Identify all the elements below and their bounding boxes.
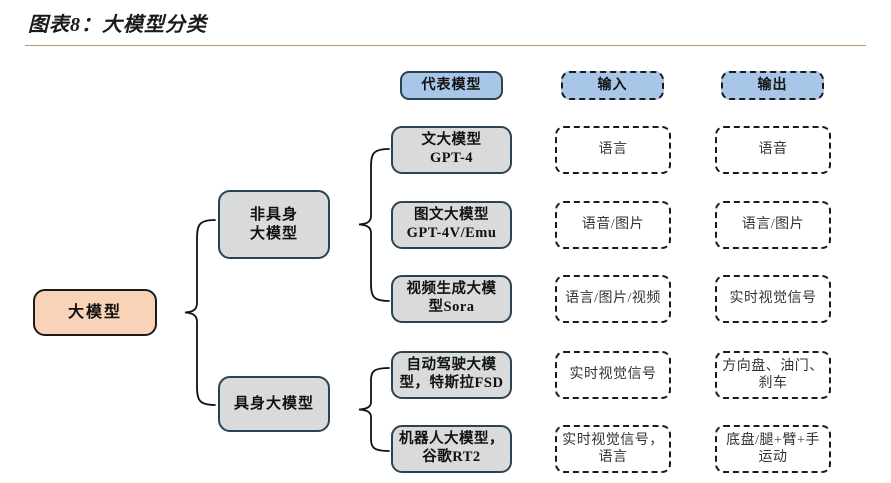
input-row-5-line2: 语言 [598, 450, 628, 465]
model-row-1-line2: GPT-4 [429, 150, 474, 166]
model-box-row-1: 文大模型 GPT-4 [391, 126, 512, 174]
root-node-label: 大模型 [67, 303, 122, 321]
header-input: 输入 [561, 71, 664, 100]
input-row-4-line1: 实时视觉信号 [569, 367, 657, 383]
output-row-4-line1: 方向盘、油门、 [722, 358, 824, 374]
category-non-embodied-line1: 非具身 [249, 207, 298, 224]
model-box-row-3: 视频生成大模 型Sora [391, 275, 512, 323]
model-row-4-line1: 自动驾驶大模 [406, 357, 497, 374]
root-node-large-model: 大模型 [33, 289, 157, 336]
category-embodied-label: 具身大模型 [233, 395, 314, 412]
brace-embodied-to-models [358, 367, 390, 452]
output-box-row-1: 语音 [715, 126, 831, 174]
category-node-non-embodied: 非具身 大模型 [218, 190, 330, 259]
title-bar: 图表8：大模型分类 [0, 0, 891, 47]
model-row-2-line1: 图文大模型 [414, 207, 489, 224]
output-box-row-4: 方向盘、油门、 刹车 [715, 351, 831, 399]
input-box-row-2: 语音/图片 [555, 201, 671, 249]
header-output: 输出 [721, 71, 824, 100]
output-row-1-line1: 语音 [758, 142, 788, 158]
input-box-row-1: 语言 [555, 126, 671, 174]
output-row-5-line1: 底盘/腿+臂+手 [726, 432, 820, 448]
model-row-4-line2: 型，特斯拉FSD [399, 375, 504, 391]
input-row-5-line1: 实时视觉信号， [562, 432, 664, 448]
page-title: 图表8：大模型分类 [28, 14, 207, 36]
model-row-2-line2: GPT-4V/Emu [406, 225, 497, 241]
model-box-row-4: 自动驾驶大模 型，特斯拉FSD [391, 351, 512, 399]
input-box-row-4: 实时视觉信号 [555, 351, 671, 399]
header-output-label: 输出 [757, 77, 788, 93]
category-non-embodied-line2: 大模型 [249, 225, 298, 242]
model-row-3-line1: 视频生成大模 [406, 281, 497, 298]
model-row-1-line1: 文大模型 [421, 132, 482, 149]
model-box-row-5: 机器人大模型， 谷歌RT2 [391, 425, 512, 473]
header-models-label: 代表模型 [421, 77, 482, 93]
header-representative-models: 代表模型 [400, 71, 503, 100]
category-node-embodied: 具身大模型 [218, 376, 330, 432]
output-box-row-3: 实时视觉信号 [715, 275, 831, 323]
model-row-3-line2: 型Sora [428, 299, 475, 315]
title-divider [25, 45, 866, 46]
output-row-3-line1: 实时视觉信号 [729, 291, 817, 307]
model-box-row-2: 图文大模型 GPT-4V/Emu [391, 201, 512, 249]
output-row-2-line1: 语言/图片 [741, 217, 805, 233]
brace-root-to-categories [184, 219, 216, 406]
input-box-row-5: 实时视觉信号， 语言 [555, 425, 671, 473]
input-box-row-3: 语言/图片/视频 [555, 275, 671, 323]
brace-non-embodied-to-models [358, 148, 390, 302]
model-row-5-line1: 机器人大模型， [399, 431, 504, 448]
input-row-1-line1: 语言 [598, 142, 628, 158]
output-box-row-2: 语言/图片 [715, 201, 831, 249]
output-box-row-5: 底盘/腿+臂+手 运动 [715, 425, 831, 473]
input-row-2-line1: 语音/图片 [581, 217, 645, 233]
model-row-5-line2: 谷歌RT2 [422, 449, 481, 465]
output-row-5-line2: 运动 [758, 450, 788, 465]
input-row-3-line1: 语言/图片/视频 [565, 291, 661, 307]
output-row-4-line2: 刹车 [758, 376, 788, 391]
header-input-label: 输入 [597, 77, 628, 93]
